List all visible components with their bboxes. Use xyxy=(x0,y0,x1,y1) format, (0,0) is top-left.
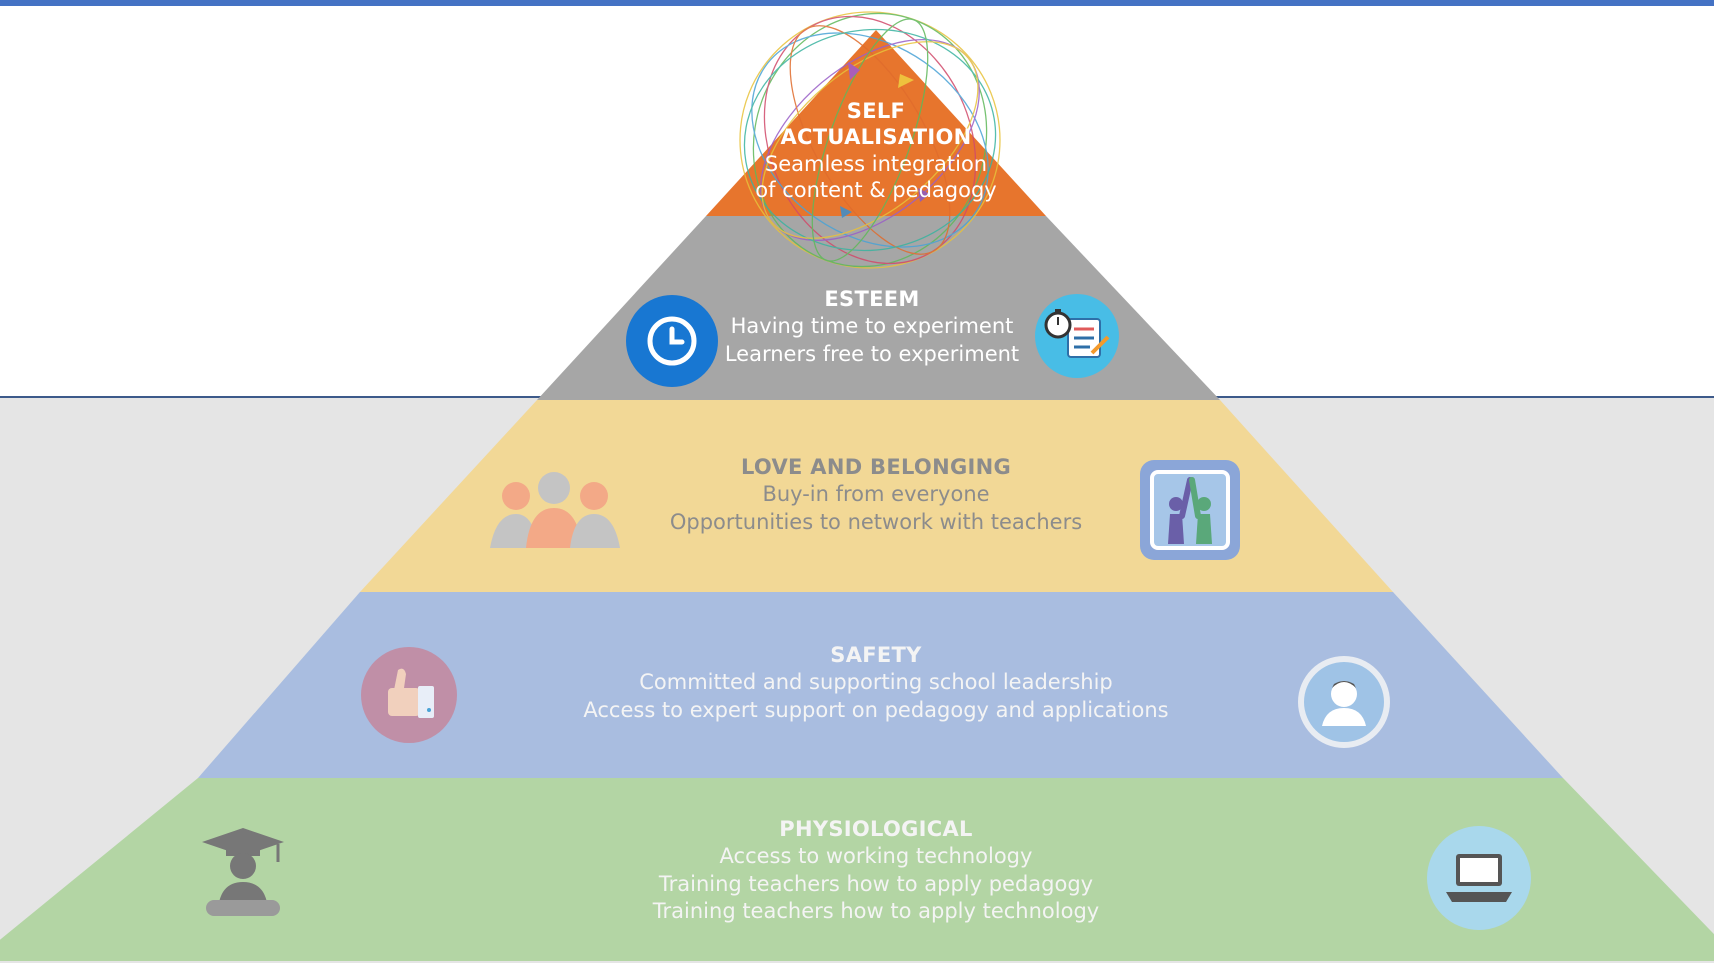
tier-safety-text: SAFETY Committed and supporting school l… xyxy=(583,642,1168,724)
esteem-line-1: Having time to experiment xyxy=(730,314,1014,339)
love-and-belonging-title: LOVE AND BELONGING xyxy=(740,455,1012,479)
clock-icon xyxy=(626,295,718,387)
tier-esteem-text: ESTEEM Having time to experiment Learner… xyxy=(725,286,1019,368)
globe-lines-decoration xyxy=(739,11,1001,269)
safety-line-2: Access to expert support on pedagogy and… xyxy=(583,697,1169,722)
laptop-icon xyxy=(1427,826,1531,930)
tier-physiological-text: PHYSIOLOGICAL Access to working technolo… xyxy=(653,816,1099,925)
top-accent-bar xyxy=(0,0,1714,6)
self-actualisation-line-2: of content & pedagogy xyxy=(755,177,997,202)
tier-physiological xyxy=(0,778,1714,961)
physiological-title: PHYSIOLOGICAL xyxy=(779,817,973,841)
tier-self-actualisation xyxy=(706,30,1046,216)
safety-title: SAFETY xyxy=(830,643,922,667)
physiological-line-3: Training teachers how to apply technolog… xyxy=(652,898,1100,923)
love-and-belonging-line-1: Buy-in from everyone xyxy=(762,482,990,507)
thumbs-up-icon xyxy=(361,647,457,743)
physiological-line-2: Training teachers how to apply pedagogy xyxy=(658,871,1094,896)
self-actualisation-line-1: Seamless integration xyxy=(764,151,988,176)
safety-line-1: Committed and supporting school leadersh… xyxy=(639,670,1113,695)
stopwatch-checklist-icon xyxy=(1035,294,1119,378)
self-actualisation-title-line2: ACTUALISATION xyxy=(780,125,972,150)
love-and-belonging-line-2: Opportunities to network with teachers xyxy=(669,509,1083,534)
people-group-icon xyxy=(490,472,620,548)
tier-love-and-belonging-text: LOVE AND BELONGING Buy-in from everyone … xyxy=(670,454,1082,536)
tier-safety xyxy=(198,592,1563,778)
high-five-icon xyxy=(1140,460,1240,560)
esteem-line-2: Learners free to experiment xyxy=(724,341,1020,366)
physiological-line-1: Access to working technology xyxy=(719,844,1033,869)
esteem-title: ESTEEM xyxy=(824,287,920,311)
user-avatar-icon xyxy=(1298,656,1390,748)
graduate-icon xyxy=(202,828,284,916)
self-actualisation-title-line1: SELF xyxy=(846,99,906,123)
tier-self-actualisation-text: SELF ACTUALISATION Seamless integration … xyxy=(755,98,996,203)
